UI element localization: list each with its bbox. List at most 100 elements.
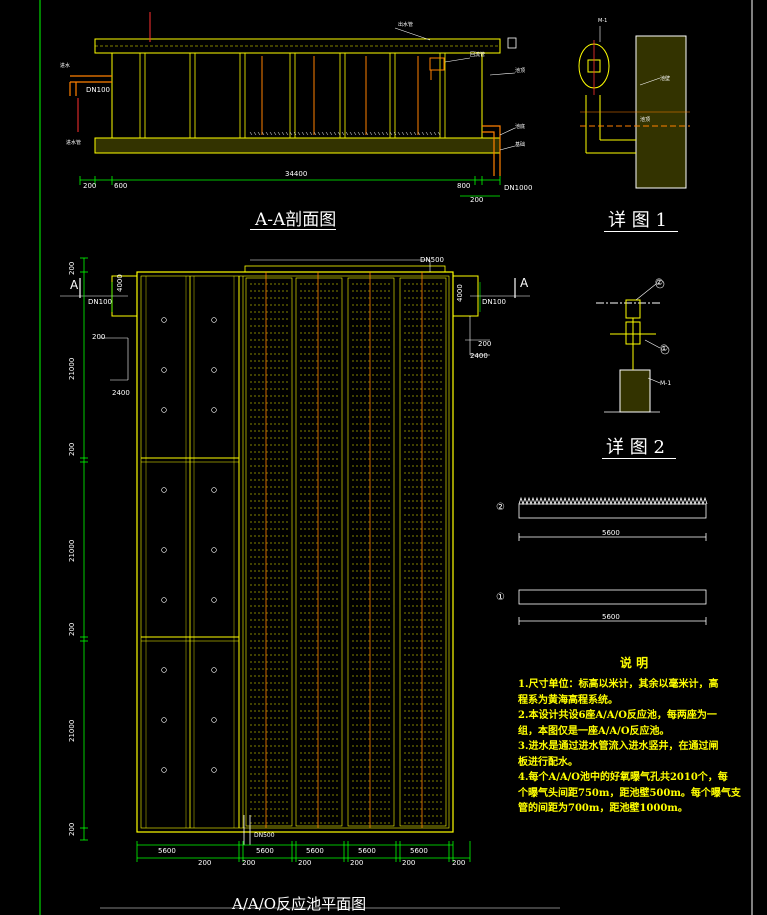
section-wall xyxy=(189,52,196,139)
detail2-title: 详 图 2 xyxy=(606,437,665,458)
mixer-marker xyxy=(161,487,167,493)
mixer-marker xyxy=(161,367,167,373)
section-wall xyxy=(289,52,296,139)
notes-line: 程系为黄海高程系统。 xyxy=(518,694,618,706)
mixer-marker xyxy=(161,767,167,773)
notes-line: 组，本图仅是一座A/A/O反应池。 xyxy=(518,725,670,737)
svg-text:池顶: 池顶 xyxy=(515,67,525,74)
plan-vdim-6: 200 xyxy=(68,822,76,836)
svg-text:池壁: 池壁 xyxy=(660,75,670,82)
mixer-marker xyxy=(211,547,217,553)
aeration-lane xyxy=(399,277,447,827)
plan-top-pipe xyxy=(244,265,446,273)
section-dim-left-b: 600 xyxy=(114,182,128,190)
svg-text:池顶: 池顶 xyxy=(640,116,650,123)
detail2-callout-top: ② xyxy=(655,278,664,288)
plan-view xyxy=(60,257,560,909)
detail2-underline xyxy=(602,458,676,459)
plan-hdim-top-0: 5600 xyxy=(158,847,176,855)
plan-hdim-top-2: 5600 xyxy=(306,847,324,855)
plan-hdim-bot-1: 200 xyxy=(242,859,256,867)
mixer-marker xyxy=(211,667,217,673)
section-pipe-out: DN1000 xyxy=(504,184,533,192)
plate2-label: ② xyxy=(496,502,505,513)
plan-vdim-5: 21000 xyxy=(68,719,76,742)
plan-hdim-bot-5: 200 xyxy=(452,859,466,867)
plan-hdim-bot-0: 200 xyxy=(198,859,212,867)
plan-vdim-3: 21000 xyxy=(68,539,76,562)
aeration-lane xyxy=(347,277,395,827)
plan-hdim-top-4: 5600 xyxy=(410,847,428,855)
section-pipe-in: DN100 xyxy=(86,86,110,94)
plan-right-2400: 2400 xyxy=(470,352,488,360)
plan-vdim-0: 200 xyxy=(68,261,76,275)
plan-hdim-top-1: 5600 xyxy=(256,847,274,855)
plan-left-h: 4000 xyxy=(116,274,124,292)
detail2-callout-mid: ① xyxy=(660,344,669,354)
notes-line: 2.本设计共设6座A/A/O反应池，每两座为一 xyxy=(518,710,717,721)
plan-left-200: 200 xyxy=(92,333,106,341)
plan-section-marker-left: A xyxy=(70,278,79,292)
plate2-view xyxy=(518,496,708,541)
aeration-lane xyxy=(295,277,343,827)
notes-line: 4.每个A/A/O池中的好氧曝气孔共2010个，每 xyxy=(518,772,728,783)
plan-vdim-2: 200 xyxy=(68,442,76,456)
section-view: 出水管 回流管 池顶 池底 基础 进水 进水管 xyxy=(60,12,525,197)
detail2-footing xyxy=(619,369,651,413)
section-wall xyxy=(139,52,146,139)
detail1-title: 详 图 1 xyxy=(608,210,667,231)
plan-vdim-4: 200 xyxy=(68,622,76,636)
section-dim-total: 34400 xyxy=(285,170,308,178)
section-wall xyxy=(389,52,396,139)
plan-right-h: 4000 xyxy=(456,284,464,302)
plan-right-200: 200 xyxy=(478,340,492,348)
svg-text:进水管: 进水管 xyxy=(66,139,81,146)
mixer-marker xyxy=(161,547,167,553)
mixer-marker xyxy=(211,487,217,493)
mixer-marker xyxy=(161,597,167,603)
plan-hdim-top-3: 5600 xyxy=(358,847,376,855)
aeration-lane xyxy=(245,277,293,827)
plan-title: A/A/O反应池平面图 xyxy=(232,895,367,913)
section-wall xyxy=(439,52,446,139)
plan-vdim-1: 21000 xyxy=(68,357,76,380)
detail2-tag: M-1 xyxy=(660,380,672,387)
plate2-dim: 5600 xyxy=(602,529,620,537)
section-wall xyxy=(239,52,246,139)
plan-hdim-bot-2: 200 xyxy=(298,859,312,867)
detail2-view xyxy=(596,279,670,413)
plate1-view xyxy=(518,589,707,625)
notes-line: 1.尺寸单位：标高以米计，其余以毫米计，高 xyxy=(518,679,719,690)
svg-text:基础: 基础 xyxy=(515,141,525,148)
plate1-dim: 5600 xyxy=(602,613,620,621)
svg-text:出水管: 出水管 xyxy=(398,21,413,28)
notes-heading: 说 明 xyxy=(619,656,649,670)
plan-top-pipe-label: DN500 xyxy=(420,256,444,264)
notes-line: 个曝气头间距750m，距池壁500m。每个曝气支 xyxy=(518,787,741,799)
plan-section-marker-right: A xyxy=(520,276,529,290)
section-dim-right-a: 800 xyxy=(457,182,471,190)
notes-line: 管的间距为700m，距池壁1000m。 xyxy=(518,803,688,814)
plan-hdim-bot-4: 200 xyxy=(402,859,416,867)
section-inlet-pipe xyxy=(70,75,112,83)
section-dim-right-b: 200 xyxy=(470,196,484,204)
detail1-underline xyxy=(604,231,678,232)
mixer-marker xyxy=(211,317,217,323)
mixer-marker xyxy=(161,667,167,673)
mixer-marker xyxy=(211,717,217,723)
svg-text:进水: 进水 xyxy=(60,62,70,69)
plan-hdim-bot-3: 200 xyxy=(350,859,364,867)
section-wall xyxy=(339,52,346,139)
mixer-marker xyxy=(161,407,167,413)
plan-left-2400: 2400 xyxy=(112,389,130,397)
section-title: A-A剖面图 xyxy=(255,210,337,230)
mixer-marker xyxy=(161,317,167,323)
mixer-marker xyxy=(211,367,217,373)
section-outlet-pipe xyxy=(482,125,501,176)
section-title-underline xyxy=(250,229,336,230)
svg-text:回流管: 回流管 xyxy=(470,51,485,58)
svg-text:池底: 池底 xyxy=(515,123,525,130)
plate1-label: ① xyxy=(496,592,505,603)
